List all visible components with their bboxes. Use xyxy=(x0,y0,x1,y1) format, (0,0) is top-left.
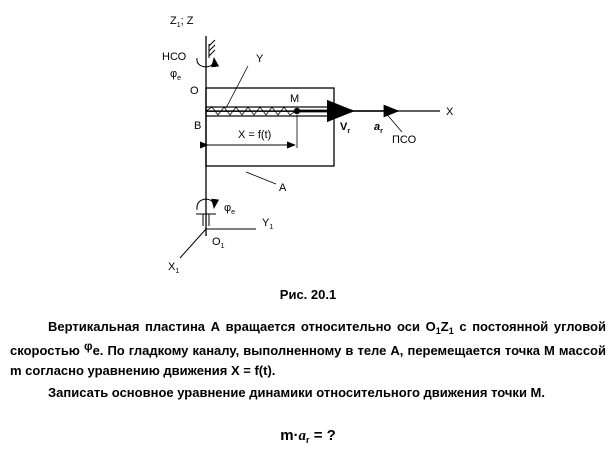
angular-velocity-symbol: φ xyxy=(83,339,93,353)
pso-leader xyxy=(383,110,403,133)
equation: m·ar = ? xyxy=(280,427,336,445)
y-axis-label: Y xyxy=(256,53,264,65)
x-axis-label: X xyxy=(446,106,454,118)
o-point-label: O xyxy=(190,85,199,97)
task-statement: Записать основное уравнение динамики отн… xyxy=(48,385,545,400)
mechanics-diagram: Z1; Z НСО φe Y O B M X Vr ar ПСО X = f(t… xyxy=(162,15,454,275)
bottom-support xyxy=(196,213,216,226)
y-axis-leader xyxy=(225,65,249,109)
plate-A-label: A xyxy=(279,182,287,194)
m-point-label: M xyxy=(290,93,299,105)
phi-top-label: φe xyxy=(170,68,181,82)
figure-caption: Рис. 20.1 xyxy=(279,287,337,302)
top-support-hatching xyxy=(208,39,216,58)
x1-axis-label: X1 xyxy=(168,261,179,275)
y1-axis-label: Y1 xyxy=(262,217,273,231)
acceleration-label: ar xyxy=(374,121,383,135)
z-axis-label: Z1; Z xyxy=(170,15,194,29)
pso-label: ПСО xyxy=(392,134,417,146)
problem-statement: Вертикальная пластина А вращается относи… xyxy=(10,319,606,378)
x1-axis xyxy=(179,228,207,259)
nso-label: НСО xyxy=(162,51,187,63)
x-equation-label: X = f(t) xyxy=(238,129,271,141)
velocity-label: Vr xyxy=(340,121,350,135)
plate-A xyxy=(205,87,335,167)
b-point-label: B xyxy=(194,120,201,132)
plate-leader xyxy=(245,171,277,185)
phi-bottom-label: φe xyxy=(224,202,235,216)
rotation-arrow-bottom xyxy=(196,198,220,211)
rotation-arrow-top xyxy=(196,57,220,68)
o1-point-label: O1 xyxy=(212,236,225,250)
